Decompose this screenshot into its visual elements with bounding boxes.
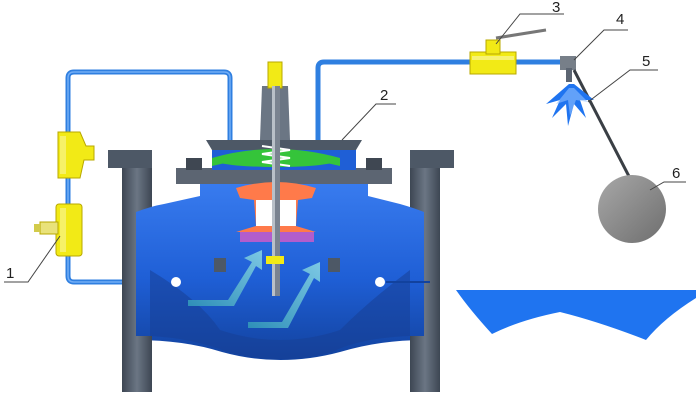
ball-valve-icon <box>469 28 547 75</box>
leader-lines <box>4 13 686 283</box>
callout-3: 3 <box>552 0 560 16</box>
flow-arrows <box>188 250 320 328</box>
float-ball-icon <box>598 175 666 243</box>
main-valve-body <box>108 61 454 392</box>
callout-4: 4 <box>616 11 624 28</box>
callout-1: 1 <box>6 265 14 282</box>
callout-5: 5 <box>642 53 650 70</box>
control-tubing <box>65 59 562 285</box>
needle-valve-icon <box>34 203 83 257</box>
callout-2: 2 <box>380 87 388 104</box>
water-reservoir <box>456 290 696 340</box>
float-pilot-icon <box>560 56 636 187</box>
y-strainer-icon <box>57 131 95 179</box>
spray-icon <box>546 84 594 126</box>
callout-6: 6 <box>672 165 680 182</box>
